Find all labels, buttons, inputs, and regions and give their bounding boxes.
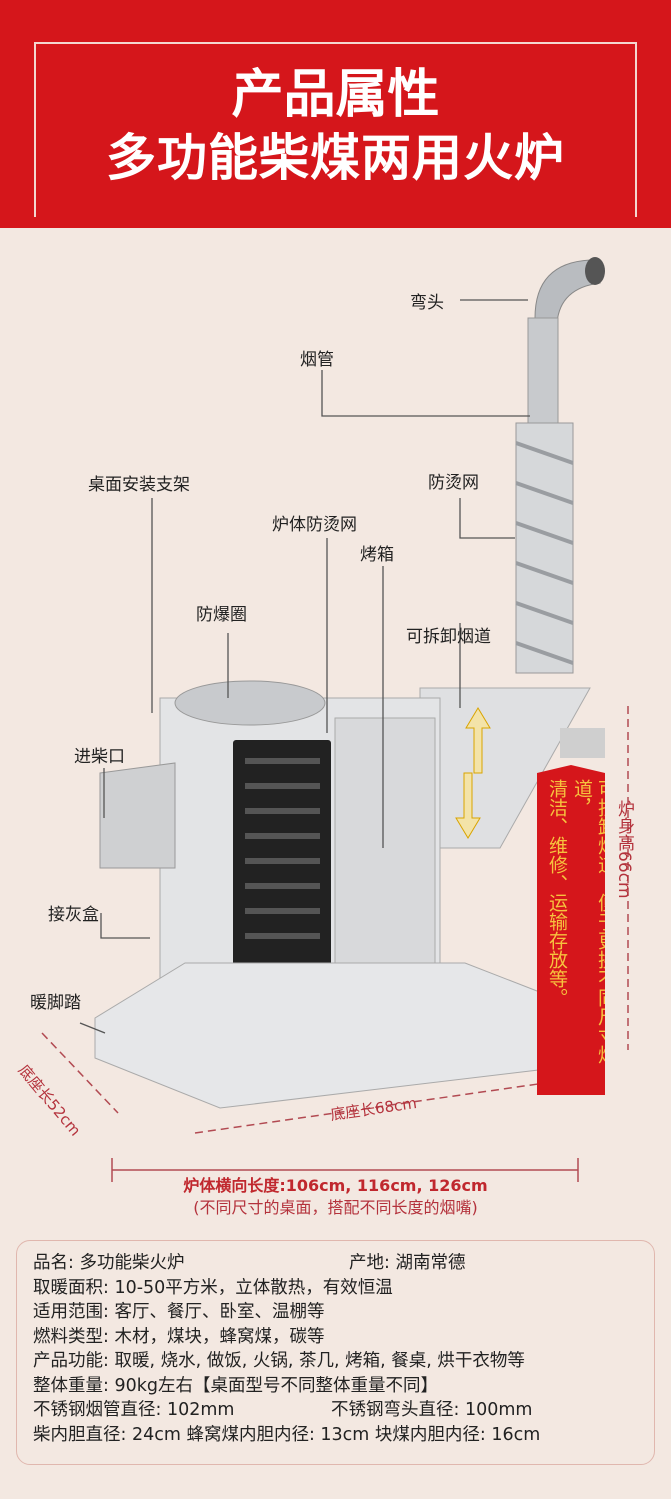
flue-shadow bbox=[560, 728, 605, 758]
chimney-elbow bbox=[534, 257, 605, 324]
callout-line-1: 可拆卸烟道，便于更换不同尺寸烟道， bbox=[571, 779, 617, 1064]
spec-row: 产品功能: 取暖, 烧水, 做饭, 火锅, 茶几, 烤箱, 餐桌, 烘干衣物等 bbox=[33, 1351, 525, 1371]
page-title: 产品属性 bbox=[231, 64, 440, 125]
spec-origin: 产地: 湖南常德 bbox=[349, 1253, 466, 1273]
label-foot-rest: 暖脚踏 bbox=[30, 993, 81, 1013]
label-elbow: 弯头 bbox=[410, 293, 444, 313]
callout-line-2: 清洁、维修、运输存放等。 bbox=[546, 779, 568, 1007]
label-pipe: 烟管 bbox=[300, 350, 334, 370]
oven-door bbox=[334, 717, 436, 964]
label-body-mesh: 炉体防烫网 bbox=[272, 515, 357, 535]
label-bracket: 桌面安装支架 bbox=[88, 475, 190, 495]
product-name: 多功能柴煤两用火炉 bbox=[106, 128, 565, 187]
label-pipe-mesh: 防烫网 bbox=[428, 473, 479, 493]
blast-ring bbox=[174, 680, 326, 726]
spec-row: 燃料类型: 木材，煤块，蜂窝煤，碳等 bbox=[33, 1326, 325, 1347]
spec-row: 柴内胆直径: 24cm 蜂窝煤内胆内径: 13cm 块煤内胆内径: 16cm bbox=[33, 1424, 541, 1445]
total-length-note: (不同尺寸的桌面，搭配不同长度的烟嘴) bbox=[193, 1198, 478, 1217]
total-length: 炉体横向长度:106cm, 116cm, 126cm bbox=[183, 1176, 488, 1195]
dimension-lines bbox=[41, 706, 629, 1134]
spec-row: 整体重量: 90kg左右【桌面型号不同整体重量不同】 bbox=[33, 1375, 438, 1396]
chimney-pipe bbox=[527, 317, 559, 429]
stove-illustration bbox=[41, 257, 629, 1182]
total-length-line bbox=[111, 1158, 579, 1182]
label-flue: 可拆卸烟道 bbox=[406, 627, 491, 647]
body-mesh bbox=[233, 740, 331, 973]
label-inlet: 进柴口 bbox=[74, 747, 125, 767]
spec-elbow-diameter: 不锈钢弯头直径: 100mm bbox=[331, 1400, 533, 1420]
label-blast-ring: 防爆圈 bbox=[196, 605, 247, 625]
flue-callout: 可拆卸烟道，便于更换不同尺寸烟道， 清洁、维修、运输存放等。 bbox=[537, 765, 605, 1095]
spec-row: 适用范围: 客厅、餐厅、卧室、温棚等 bbox=[33, 1302, 325, 1322]
height-dimension: 炉身高66cm bbox=[614, 800, 634, 899]
leader-lines bbox=[79, 299, 530, 1034]
spec-row: 品名: 多功能柴火炉 产地: 湖南常德 bbox=[33, 1251, 638, 1276]
mesh-pattern bbox=[515, 441, 574, 665]
label-oven: 烤箱 bbox=[360, 545, 394, 565]
foot-rest-base bbox=[94, 962, 556, 1109]
spec-panel: 品名: 多功能柴火炉 产地: 湖南常德 取暖面积: 10-50平方米，立体散热，有… bbox=[16, 1240, 655, 1465]
spec-pipe-diameter: 不锈钢烟管直径: 102mm bbox=[33, 1400, 235, 1420]
arrow-up-icon bbox=[465, 707, 491, 774]
mesh-slots bbox=[245, 758, 320, 939]
label-ash-box: 接灰盒 bbox=[48, 905, 99, 925]
spec-product-name: 品名: 多功能柴火炉 bbox=[33, 1253, 185, 1273]
header-banner: 产品属性 多功能柴煤两用火炉 bbox=[0, 0, 671, 228]
arrow-down-icon bbox=[455, 772, 481, 839]
spec-row: 不锈钢烟管直径: 102mm 不锈钢弯头直径: 100mm bbox=[33, 1398, 638, 1423]
fuel-inlet bbox=[99, 762, 176, 869]
spec-row: 取暖面积: 10-50平方米，立体散热，有效恒温 bbox=[33, 1277, 393, 1298]
header-frame bbox=[34, 42, 637, 217]
pipe-mesh bbox=[515, 422, 574, 674]
